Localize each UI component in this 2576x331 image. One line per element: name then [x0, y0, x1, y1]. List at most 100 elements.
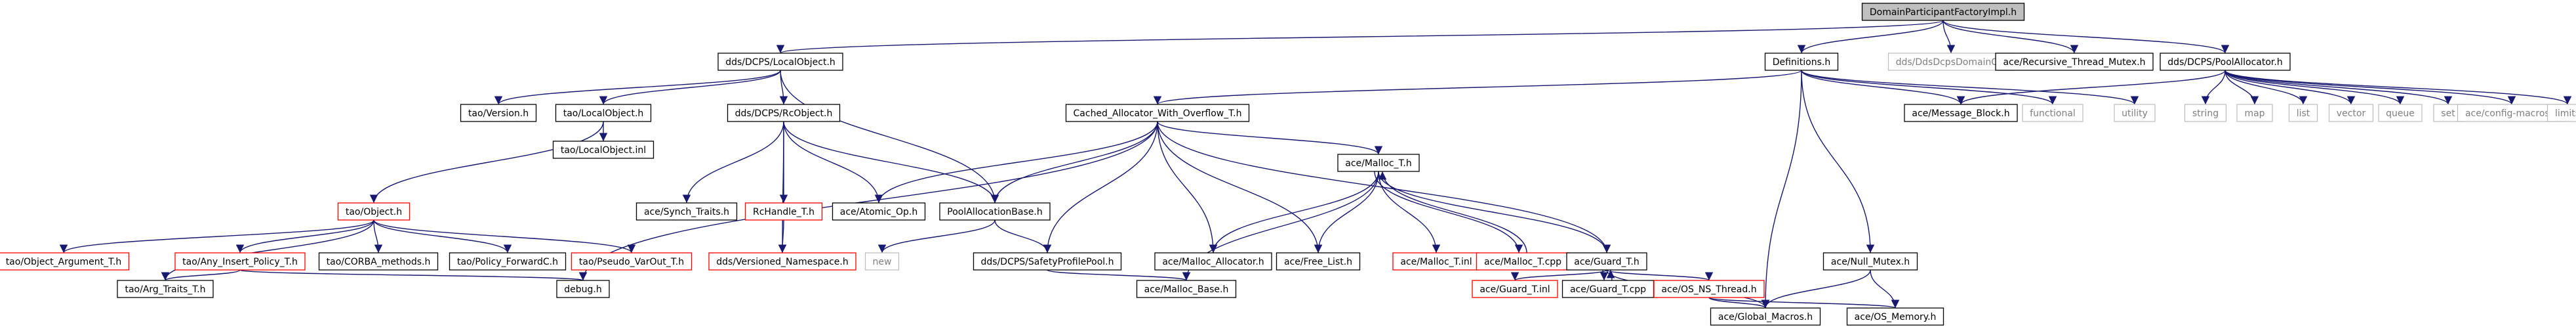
node-corba-methods[interactable]: tao/CORBA_methods.h [318, 252, 439, 271]
node-policy-forwardc[interactable]: tao/Policy_ForwardC.h [449, 252, 567, 271]
edge-poolallocator-to-message_block [1956, 70, 2226, 105]
node-box [727, 104, 841, 122]
node-os-memory[interactable]: ace/OS_Memory.h [1846, 307, 1944, 326]
node-box [1764, 53, 1839, 71]
node-label: limits [2555, 108, 2576, 119]
node-box [1065, 104, 1250, 122]
edge-malloc_t-to-guard_t [1378, 171, 1611, 254]
edge-tao_object-to-pseudo_varout [373, 219, 636, 254]
node-map: map [2236, 104, 2273, 122]
node-label: tao/Pseudo_VarOut_T.h [579, 257, 684, 267]
edge-any_insert_policy-to-debug [239, 269, 587, 281]
node-poolallocator[interactable]: dds/DCPS/PoolAllocator.h [2160, 53, 2291, 71]
node-tao-version[interactable]: tao/Version.h [460, 104, 537, 122]
edge-poolallocationbase-to-safety_profile_pool [994, 219, 1052, 254]
node-guard-t-inl[interactable]: ace/Guard_T.inl [1472, 280, 1558, 298]
node-guard-t[interactable]: ace/Guard_T.h [1566, 252, 1647, 271]
node-any-insert-policy[interactable]: tao/Any_Insert_Policy_T.h [174, 252, 306, 271]
node-box [2378, 104, 2423, 122]
node-tao-localobject-inl[interactable]: tao/LocalObject.inl [552, 141, 654, 159]
node-free-list[interactable]: ace/Free_List.h [1276, 252, 1361, 271]
node-localobject[interactable]: dds/DCPS/LocalObject.h [717, 53, 843, 71]
edge-malloc_t_cpp-to-malloc_t [1378, 171, 1527, 254]
node-cached-allocator[interactable]: Cached_Allocator_With_Overflow_T.h [1065, 104, 1250, 122]
node-message-block[interactable]: ace/Message_Block.h [1904, 104, 2018, 122]
node-label: tao/CORBA_methods.h [327, 257, 431, 267]
node-label: tao/Object_Argument_T.h [6, 257, 122, 267]
node-box [552, 141, 654, 159]
node-malloc-base[interactable]: ace/Malloc_Base.h [1136, 280, 1237, 298]
node-label: Cached_Allocator_With_Overflow_T.h [1074, 108, 1242, 119]
node-label: PoolAllocationBase.h [947, 207, 1042, 217]
edge-malloc_t-to-malloc_allocator [1209, 171, 1379, 254]
edge-definitions-to-cached_allocator [1154, 70, 1802, 105]
node-atomic-op[interactable]: ace/Atomic_Op.h [832, 202, 926, 221]
node-definitions[interactable]: Definitions.h [1764, 53, 1839, 71]
node-malloc-t-cpp[interactable]: ace/Malloc_T.cpp [1476, 252, 1570, 271]
node-versioned-namespace[interactable]: dds/Versioned_Namespace.h [708, 252, 856, 271]
node-label: ace/config-macros.h [2465, 108, 2558, 119]
node-recursive-mutex[interactable]: ace/Recursive_Thread_Mutex.h [1995, 53, 2154, 71]
node-ace-synch-traits[interactable]: ace/Synch_Traits.h [635, 202, 738, 221]
node-label: ace/Free_List.h [1284, 257, 1352, 267]
node-rcobject[interactable]: dds/DCPS/RcObject.h [727, 104, 841, 122]
node-box [832, 202, 926, 221]
node-box [1561, 280, 1655, 298]
node-box [635, 202, 738, 221]
node-pseudo-varout[interactable]: tao/Pseudo_VarOut_T.h [571, 252, 693, 271]
node-box [2160, 53, 2291, 71]
node-label: vector [2337, 108, 2366, 119]
node-label: tao/Object.h [346, 207, 402, 217]
node-label: dds/DCPS/RcObject.h [735, 108, 833, 119]
node-box [1392, 252, 1480, 271]
node-label: ace/OS_Memory.h [1855, 312, 1937, 322]
node-object-argument[interactable]: tao/Object_Argument_T.h [0, 252, 130, 271]
node-global-macros[interactable]: ace/Global_Macros.h [1710, 307, 1821, 326]
node-box [2022, 104, 2083, 122]
node-queue: queue [2378, 104, 2423, 122]
edge-cached_allocator-to-free_list [1157, 121, 1323, 254]
edge-root-to-definitions [1797, 20, 1944, 54]
node-rchandle[interactable]: RcHandle_T.h [744, 202, 823, 221]
node-box [117, 280, 214, 298]
node-label: tao/LocalObject.inl [561, 145, 646, 156]
edge-definitions-to-functional [1801, 70, 2057, 105]
edge-cached_allocator-to-atomic_op [874, 121, 1158, 204]
node-tao-object[interactable]: tao/Object.h [337, 202, 411, 221]
node-malloc-allocator[interactable]: ace/Malloc_Allocator.h [1154, 252, 1272, 271]
edge-guard_t-to-guard_t_inl [1510, 269, 1607, 281]
node-label: list [2297, 108, 2310, 119]
node-box [2114, 104, 2156, 122]
node-poolallocationbase[interactable]: PoolAllocationBase.h [939, 202, 1051, 221]
node-box [1995, 53, 2154, 71]
node-os-ns-thread[interactable]: ace/OS_NS_Thread.h [1653, 280, 1765, 298]
node-malloc-t-inl[interactable]: ace/Malloc_T.inl [1392, 252, 1480, 271]
node-guard-t-cpp[interactable]: ace/Guard_T.cpp [1561, 280, 1655, 298]
edge-root-to-recursive_mutex [1942, 20, 2079, 54]
node-malloc-t[interactable]: ace/Malloc_T.h [1337, 154, 1420, 172]
edge-poolallocator-to-vector [2224, 70, 2356, 105]
edge-root-to-localobject [776, 20, 1944, 54]
node-safety-profile-pool[interactable]: dds/DCPS/SafetyProfilePool.h [973, 252, 1122, 271]
node-root[interactable]: DomainParticipantFactoryImpl.h [1861, 3, 2025, 21]
node-label: tao/Policy_ForwardC.h [457, 257, 558, 267]
node-box [1154, 252, 1272, 271]
node-null-mutex[interactable]: ace/Null_Mutex.h [1822, 252, 1918, 271]
node-box [1861, 3, 2025, 21]
node-label: ace/OS_NS_Thread.h [1661, 284, 1756, 295]
node-label: tao/LocalObject.h [563, 108, 644, 119]
node-label: dds/DdsDcpsDomainC.h [1896, 57, 2007, 68]
node-box [571, 252, 693, 271]
node-debug[interactable]: debug.h [556, 280, 610, 298]
node-label: tao/Arg_Traits_T.h [125, 284, 205, 295]
node-label: ace/Malloc_T.h [1345, 158, 1412, 169]
node-box [449, 252, 567, 271]
node-label: debug.h [564, 284, 601, 295]
edge-poolallocator-to-string [2201, 70, 2226, 105]
node-box [318, 252, 439, 271]
node-arg-traits[interactable]: tao/Arg_Traits_T.h [117, 280, 214, 298]
node-tao-localobject[interactable]: tao/LocalObject.h [555, 104, 652, 122]
node-label: ace/Null_Mutex.h [1831, 257, 1910, 267]
node-box [2236, 104, 2273, 122]
